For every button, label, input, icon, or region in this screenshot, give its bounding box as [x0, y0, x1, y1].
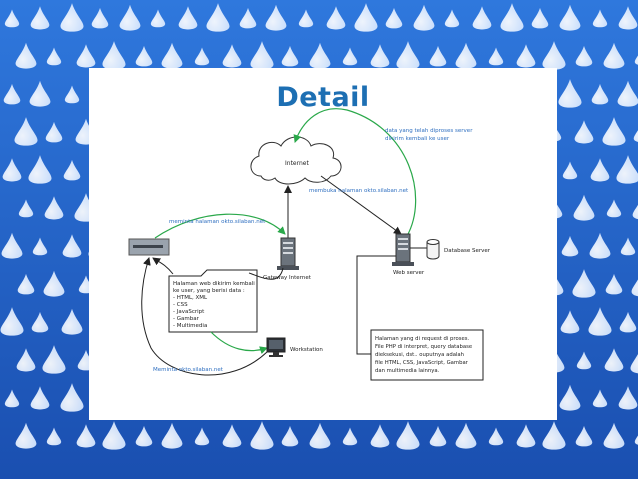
workstation-to-client-arrow [141, 257, 268, 376]
server-process-note [370, 329, 484, 381]
slide-title: Detail [276, 82, 370, 113]
server-process-line: File PHP di interpret, query database [375, 344, 472, 350]
processed-data-arrow [293, 108, 417, 237]
server-process-line: dan multimedia lainnya. [375, 368, 440, 374]
slide-panel: Detail Internet data yang telah diproses… [89, 68, 557, 420]
database-server-label: Database Server [444, 248, 491, 254]
note-to-workstation-arrow [210, 331, 268, 355]
client-page-line: - Gambar [173, 316, 200, 322]
client-page-text: Halaman web dikirim kembali ke user, yan… [173, 281, 255, 329]
web-server-icon [392, 233, 414, 266]
network-diagram: Internet data yang telah diproses server… [128, 108, 491, 381]
server-process-text: Halaman yang di request di proses. File … [375, 336, 472, 374]
client-note-to-device-arrow [152, 257, 174, 275]
client-page-line: - HTML, XML [173, 295, 208, 301]
database-icon [426, 239, 440, 260]
client-device-icon [128, 238, 170, 256]
workstation-label: Workstation [290, 347, 323, 353]
client-page-line: ke user, yang berisi data : [173, 288, 245, 294]
open-page-label: membuka halaman okto.silaban.net [309, 188, 409, 194]
request-page-arrow [154, 213, 286, 239]
client-page-line: - Multimedia [173, 323, 207, 329]
client-page-note [168, 269, 258, 333]
server-process-line: dieksekusi, dst.. ouputnya adalah [375, 352, 464, 358]
client-page-line: - JavaScript [173, 309, 205, 315]
gateway-to-client-arrow [248, 267, 284, 280]
workstation-icon [266, 337, 286, 357]
gateway-label: Gateway Internet [263, 275, 312, 281]
web-server-label: Web server [393, 270, 425, 276]
internet-to-webserver-arrow [320, 175, 402, 235]
gateway-server-icon [277, 237, 299, 270]
request-bottom-label: Meminta okto.silaban.net [153, 367, 224, 373]
internet-label: Internet [285, 160, 309, 167]
server-process-line: file HTML, CSS, JavaScript, Gambar [375, 360, 469, 366]
request-page-label: meminta halaman okto.silaban.net [169, 219, 266, 225]
client-page-line: Halaman web dikirim kembali [173, 281, 255, 287]
client-page-line: - CSS [173, 302, 188, 308]
webserver-process-link [356, 255, 396, 355]
processed-data-label-line1: data yang telah diproses server [385, 128, 473, 134]
processed-data-label-line2: dikirim kembali ke user [385, 136, 450, 142]
server-process-line: Halaman yang di request di proses. [375, 336, 469, 342]
internet-cloud-icon [250, 136, 342, 185]
